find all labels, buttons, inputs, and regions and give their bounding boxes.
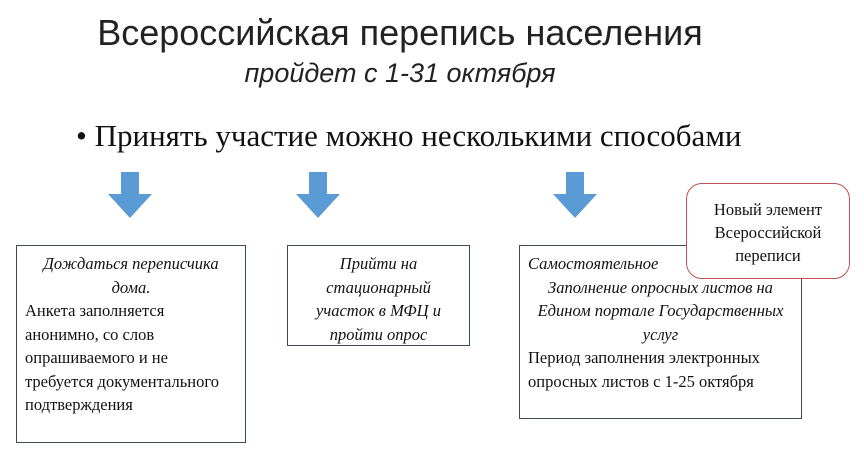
method-description: Анкета заполняется анонимно, со слов опр… bbox=[25, 301, 219, 414]
bullet-point: • Принять участие можно несколькими спос… bbox=[76, 118, 742, 153]
method-title: Дождаться переписчика дома. bbox=[43, 254, 219, 297]
method-box-home: Дождаться переписчика дома. Анкета запол… bbox=[16, 245, 246, 443]
method-description: Период заполнения электронных опросных л… bbox=[528, 348, 760, 391]
slide-title: Всероссийская перепись населения bbox=[97, 12, 703, 53]
method-subtitle: Заполнение опросных листов на Едином пор… bbox=[537, 277, 784, 344]
method-title: Самостоятельное bbox=[528, 254, 659, 273]
down-arrow-icon bbox=[108, 172, 152, 218]
down-arrow-icon bbox=[296, 172, 340, 218]
bullet-text: Принять участие можно несколькими способ… bbox=[94, 118, 742, 153]
slide-subtitle: пройдет с 1-31 октября bbox=[244, 58, 556, 88]
method-title: Прийти на стационарный участок в МФЦ и п… bbox=[316, 254, 441, 344]
callout-text: Новый элемент Всероссийской переписи bbox=[713, 200, 823, 265]
down-arrow-icon bbox=[553, 172, 597, 218]
new-element-callout: Новый элемент Всероссийской переписи bbox=[686, 183, 850, 279]
method-box-mfc: Прийти на стационарный участок в МФЦ и п… bbox=[287, 245, 470, 346]
